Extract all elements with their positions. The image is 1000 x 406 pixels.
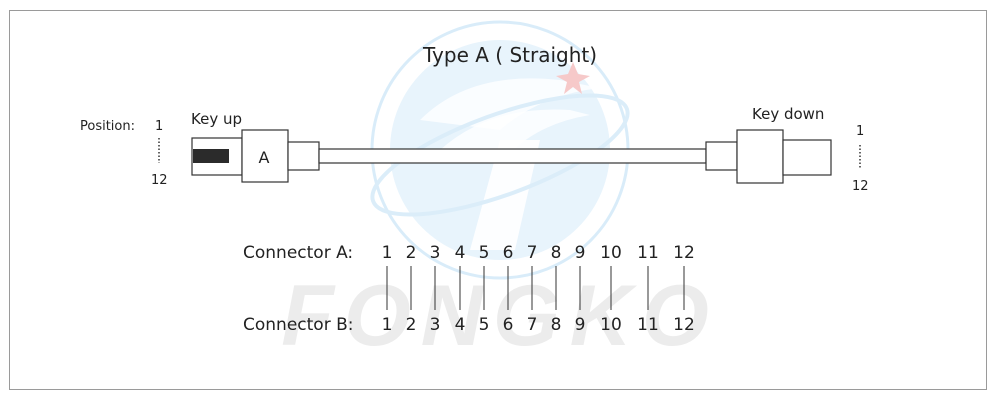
connector-a-pin: 6	[503, 243, 514, 263]
connector-a-pin: 3	[430, 243, 441, 263]
connector-a-label: Connector A:	[243, 243, 353, 263]
connector-a-pin: 12	[673, 243, 695, 263]
right-housing	[736, 129, 784, 184]
diagram-title: Type A ( Straight)	[422, 43, 597, 67]
left-connector	[191, 129, 320, 183]
connector-b-pin: 10	[600, 315, 622, 335]
connector-a-letter: A	[259, 148, 270, 167]
connector-b-pin: 1	[382, 315, 393, 335]
key-up-label: Key up	[191, 110, 242, 128]
connector-b-pin: 8	[551, 315, 562, 335]
connector-b-pin: 7	[527, 315, 538, 335]
right-position-top: 1	[856, 124, 864, 139]
connector-a-pin: 11	[637, 243, 659, 263]
left-housing	[241, 129, 289, 183]
connector-a-pin: 9	[575, 243, 586, 263]
connector-b-pin: 11	[637, 315, 659, 335]
connector-b-pin: 4	[455, 315, 466, 335]
left-boot	[287, 141, 320, 171]
cable	[318, 148, 707, 164]
connector-a-pin: 8	[551, 243, 562, 263]
connector-a-pin: 7	[527, 243, 538, 263]
connector-a-pin: 5	[479, 243, 490, 263]
left-key	[193, 149, 229, 163]
connector-a-pin: 4	[455, 243, 466, 263]
key-down-label: Key down	[752, 105, 824, 123]
connector-b-label: Connector B:	[243, 315, 353, 335]
connector-b-pin: 6	[503, 315, 514, 335]
right-connector	[705, 129, 832, 184]
position-label: Position:	[80, 119, 135, 134]
right-boot	[705, 141, 738, 171]
connector-b-pin: 2	[406, 315, 417, 335]
connector-b-pin: 9	[575, 315, 586, 335]
watermark-text: FONGKO	[281, 268, 718, 364]
left-position-bottom: 12	[151, 173, 168, 188]
connector-a-pin: 2	[406, 243, 417, 263]
connector-b-pin: 3	[430, 315, 441, 335]
connector-a-pin: 10	[600, 243, 622, 263]
connector-a-pin: 1	[382, 243, 393, 263]
right-ferrule	[782, 139, 832, 176]
connector-b-pin: 5	[479, 315, 490, 335]
connector-b-pin: 12	[673, 315, 695, 335]
right-position-bottom: 12	[852, 179, 869, 194]
left-position-top: 1	[155, 119, 163, 134]
